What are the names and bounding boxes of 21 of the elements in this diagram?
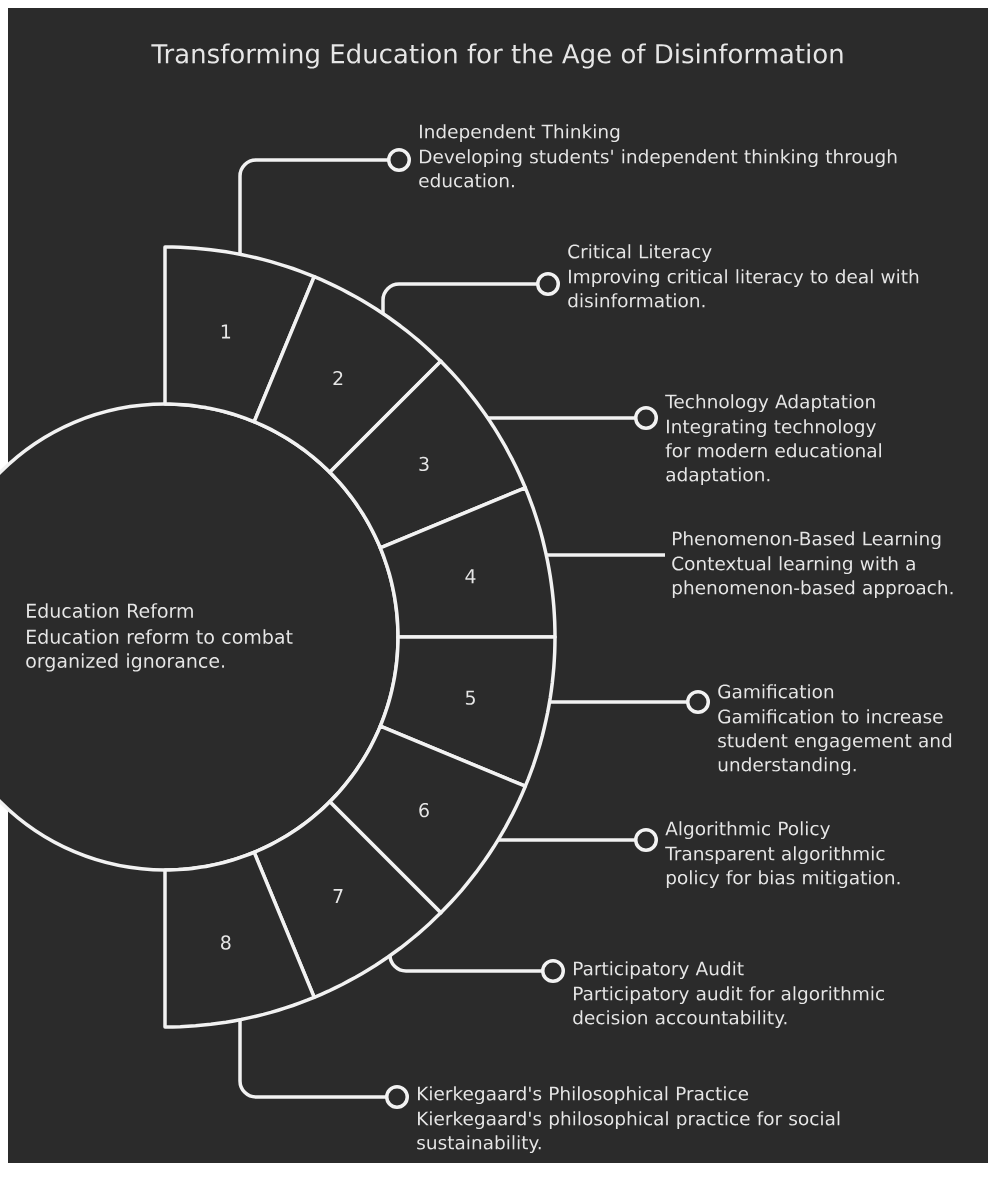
numbered-segment: 4 [378, 486, 557, 639]
description-text: Participatory Audit Participatory audit for algorithmic decision accountability. [573, 961, 884, 1029]
connector [238, 1019, 409, 1109]
connector [487, 406, 658, 430]
description-text: Algorithmic Policy Transparent algorithmic policy for bias mitigation. [665, 821, 900, 889]
numbered-segment: 5 [378, 635, 557, 788]
connector [549, 690, 710, 714]
description-text: Phenomenon-Based Learning Contextual learning with a phenomenon-based approach. [672, 531, 953, 599]
connector [388, 953, 565, 983]
description-text: Kierkegaard's Philosophical Practice Kierkegaard's philosophical practice for social sustainability. [417, 1086, 840, 1154]
numbered-segment: 8 [163, 850, 316, 1029]
description-text: Independent Thinking Developing students' independent thinking through education. [419, 124, 897, 188]
description-text: Gamification Gamification to increase student engagement and understanding. [718, 684, 952, 776]
connector [498, 828, 658, 852]
connector [238, 148, 411, 255]
description-text: Technology Adaptation Integrating technology for modern educational adaptation. [665, 394, 881, 486]
connector [546, 553, 665, 557]
numbered-segment: 1 [163, 245, 316, 424]
description-text: Critical Literacy Improving critical literacy to deal with disinformation. [568, 244, 919, 308]
connector [381, 272, 560, 314]
title: Transforming Education for the Age of Disinformation [151, 43, 843, 69]
